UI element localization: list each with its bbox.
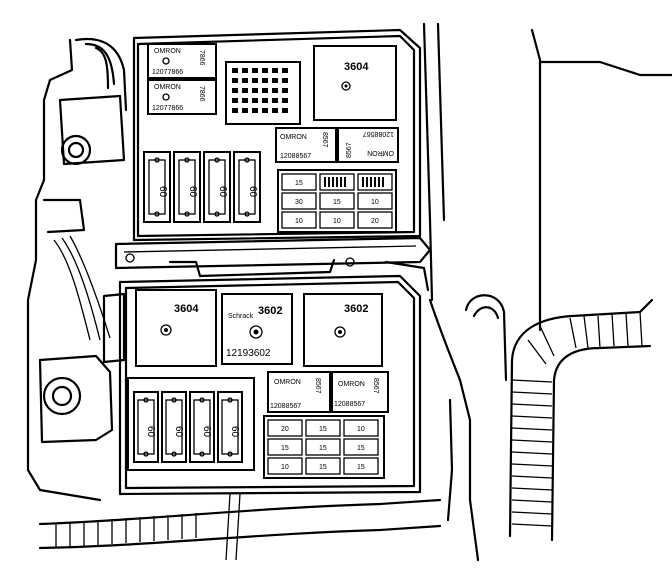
mini-fuse: 15	[305, 457, 341, 475]
omron-relay-top-right: OMRON 12088567 8567	[337, 127, 399, 163]
omron-relay-tl2: OMRON 12077866 7866	[147, 79, 217, 115]
maxi-fuse: 60	[233, 151, 261, 223]
omron-relay-low1: OMRON 12088567 8567	[267, 371, 331, 413]
omron-relay-top-mid: OMRON 12088567 8567	[275, 127, 337, 163]
maxi-fuse: 60	[133, 391, 159, 463]
mini-fuse: 20	[357, 211, 393, 229]
fuse-rating: 60	[187, 186, 198, 198]
fuse-rating: 60	[201, 426, 212, 438]
lower-fuse-relay-block: 3604 3602 Schrack 12193602 3602 OMRON 12…	[102, 274, 422, 496]
maxi-fuse: 60	[143, 151, 171, 223]
relay-side-code: 7866	[198, 50, 205, 66]
fuse-rating: 15	[295, 180, 303, 187]
fuse-rating: 10	[333, 218, 341, 225]
fuse-rating: 15	[333, 199, 341, 206]
relay-part-number: 12077866	[152, 69, 183, 76]
fuse-rating: 15	[357, 445, 365, 452]
relay-part-number: 12088567	[270, 403, 301, 410]
relay-brand: Schrack	[228, 313, 254, 320]
mounting-rail	[114, 236, 432, 292]
relay-part-number: 12088567	[334, 401, 365, 408]
mini-fuse: 15	[305, 438, 341, 456]
relay-side-code: 8567	[321, 132, 328, 148]
maxi-fuse: 60	[217, 391, 243, 463]
wiring-harness-right	[464, 294, 654, 542]
relay-brand: OMRON	[274, 379, 301, 386]
connector-grid	[225, 61, 301, 125]
omron-relay-low2: OMRON 12088567 8567	[331, 371, 389, 413]
mini-fuse: 15	[343, 457, 379, 475]
relay-number: 3602	[258, 305, 282, 317]
relay-number: 3604	[344, 61, 369, 73]
maxi-fuse: 60	[161, 391, 187, 463]
relay-brand: OMRON	[280, 134, 307, 141]
relay-brand: OMRON	[338, 381, 365, 388]
mini-fuse-grid-top: 15 30 15 10 10 10 20	[277, 169, 397, 233]
relay-side-code: 8567	[314, 378, 321, 394]
fuse-rating: 15	[281, 445, 289, 452]
vehicle-body-structure	[26, 22, 672, 562]
mini-fuse	[357, 173, 393, 191]
mini-fuse: 15	[319, 192, 355, 210]
fuse-rating: 20	[281, 426, 289, 433]
fuse-rating: 10	[281, 464, 289, 471]
relay-part-number: 12088567	[363, 130, 394, 137]
omron-relay-tl1: OMRON 12077866 7866	[147, 43, 217, 79]
relay-side-code: 8567	[346, 142, 353, 158]
fuse-rating: 15	[319, 426, 327, 433]
relay-3604-top: 3604	[313, 45, 397, 121]
maxi-fuse: 60	[189, 391, 215, 463]
mini-fuse: 15	[281, 173, 317, 191]
fuse-rating: 30	[295, 199, 303, 206]
fuse-rating: 15	[319, 464, 327, 471]
maxi-fuse-row-top: 60 60 60 60	[143, 151, 261, 223]
mini-fuse: 10	[319, 211, 355, 229]
mini-fuse: 10	[281, 211, 317, 229]
relay-brand: OMRON	[154, 84, 181, 91]
relay-side-code: 7866	[198, 86, 205, 102]
mini-fuse: 10	[357, 192, 393, 210]
relay-brand: OMRON	[154, 48, 181, 55]
fuse-rating: 10	[357, 426, 365, 433]
maxi-fuse-row-bottom: 60 60 60 60	[127, 377, 255, 471]
relay-part-number: 12193602	[226, 348, 271, 359]
fuse-rating: 60	[247, 186, 258, 198]
fuse-rating: 60	[145, 426, 156, 438]
upper-fuse-relay-block: OMRON 12077866 7866 OMRON 12077866 7866 …	[132, 28, 422, 242]
fuse-rating: 60	[217, 186, 228, 198]
fuse-rating: 60	[157, 186, 168, 198]
mini-fuse: 15	[267, 438, 303, 456]
fuse-rating: 15	[319, 445, 327, 452]
fuse-rating: 20	[371, 218, 379, 225]
relay-number: 3602	[344, 303, 368, 315]
relay-3602-schrack: 3602 Schrack 12193602	[221, 293, 293, 365]
fuse-rating: 10	[371, 199, 379, 206]
maxi-fuse: 60	[173, 151, 201, 223]
mini-fuse-grid-bottom: 20 15 10 15 15 15 10 15 15	[263, 415, 385, 479]
relay-side-code: 8567	[372, 378, 379, 394]
wiring-harness-bottom	[38, 493, 442, 561]
mini-fuse: 30	[281, 192, 317, 210]
mini-fuse: 20	[267, 419, 303, 437]
fuse-rating: 10	[295, 218, 303, 225]
mini-fuse: 15	[305, 419, 341, 437]
relay-3602-right: 3602	[303, 293, 383, 367]
relay-number: 3604	[174, 303, 199, 315]
relay-brand: OMRON	[367, 149, 394, 156]
fuse-rating: 15	[357, 464, 365, 471]
mini-fuse: 10	[267, 457, 303, 475]
mini-fuse: 15	[343, 438, 379, 456]
relay-3604-lower: 3604	[135, 289, 217, 367]
relay-part-number: 12077866	[152, 105, 183, 112]
fuse-rating: 60	[229, 426, 240, 438]
mini-fuse	[319, 173, 355, 191]
mini-fuse: 10	[343, 419, 379, 437]
maxi-fuse: 60	[203, 151, 231, 223]
fuse-rating: 60	[173, 426, 184, 438]
relay-part-number: 12088567	[280, 153, 311, 160]
